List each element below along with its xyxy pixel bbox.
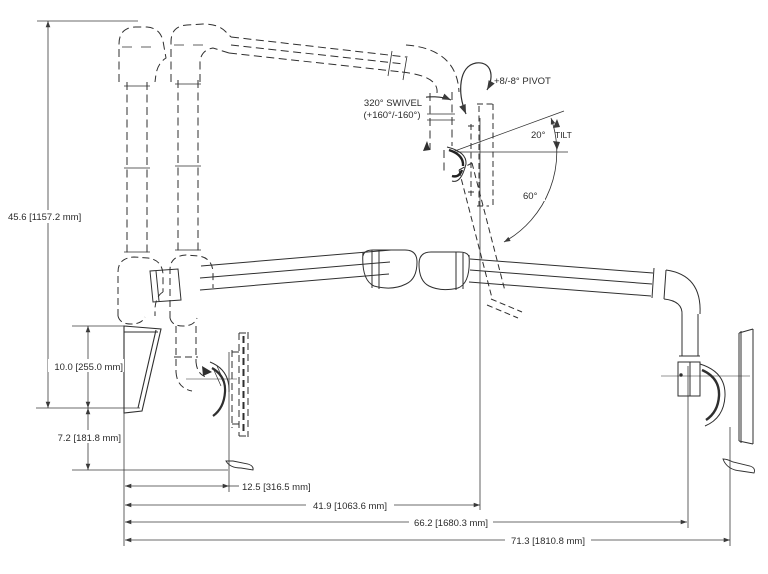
raised-far-elbow bbox=[401, 44, 460, 94]
label-mid-reach: 41.9 [1063.6 mm] bbox=[313, 501, 387, 512]
lowered-wedge-dark bbox=[211, 367, 227, 417]
top-elbow-left bbox=[118, 26, 167, 83]
tilt-monitor-tilted bbox=[458, 162, 506, 299]
knuckle-right bbox=[418, 251, 470, 291]
lower-elbow-left bbox=[117, 256, 164, 325]
raised-arm-tube bbox=[228, 36, 407, 73]
raised-pole-left bbox=[126, 82, 148, 256]
lower-elbow-right bbox=[169, 254, 214, 327]
raised-position-arm bbox=[118, 23, 460, 256]
right-wedge-outline bbox=[699, 363, 726, 427]
tilt-head-outline bbox=[446, 146, 467, 182]
lowered-monitor-bracket bbox=[231, 350, 239, 428]
lowered-arrowhead bbox=[202, 366, 212, 376]
arm2-collar bbox=[651, 267, 667, 300]
raised-pole-right bbox=[177, 80, 199, 254]
wall-track bbox=[123, 325, 162, 414]
label-track-height: 10.0 [255.0 mm] bbox=[54, 362, 123, 373]
label-lower-clearance: 7.2 [181.8 mm] bbox=[58, 433, 121, 444]
right-monitor bbox=[738, 328, 754, 445]
right-post bbox=[679, 314, 700, 363]
arm-segment-2 bbox=[468, 258, 654, 297]
dimension-lines bbox=[36, 20, 731, 546]
right-elbow bbox=[663, 269, 701, 316]
lower-pole-stub bbox=[175, 326, 197, 372]
tilt-head-wedge bbox=[448, 148, 465, 178]
labels: 45.6 [1157.2 mm] 10.0 [255.0 mm] 7.2 [18… bbox=[8, 76, 585, 547]
label-tilt-angle: 20° bbox=[531, 130, 546, 141]
tilt-60-arc bbox=[503, 117, 558, 243]
label-tilt-word: TILT bbox=[555, 130, 572, 140]
pivot-link bbox=[149, 268, 182, 303]
raised-collars bbox=[122, 44, 455, 253]
lowered-hatch bbox=[212, 365, 226, 387]
label-down-angle: 60° bbox=[523, 191, 538, 202]
head-swivel-arrowhead bbox=[423, 141, 430, 151]
right-wedge-dark bbox=[701, 368, 721, 421]
label-swivel-2: (+160°/-160°) bbox=[364, 110, 421, 121]
pivot-arrow-arc bbox=[459, 62, 495, 115]
tilt-monitor-bracket bbox=[468, 124, 477, 196]
lowered-monitor-foot bbox=[225, 460, 254, 471]
right-head bbox=[677, 361, 701, 397]
lowered-wedge-outline bbox=[209, 361, 230, 393]
extended-arm bbox=[117, 249, 755, 474]
lowered-pole-elbow bbox=[174, 356, 207, 392]
label-backgrounds bbox=[6, 96, 591, 545]
label-total-height: 45.6 [1157.2 mm] bbox=[8, 212, 81, 223]
raised-drop-pole bbox=[429, 92, 453, 150]
tilt-monitor-upright bbox=[477, 103, 496, 207]
label-swivel-1: 320° SWIVEL bbox=[364, 98, 422, 109]
tilt-detail bbox=[446, 103, 568, 319]
tilt-20deg-line bbox=[451, 110, 565, 153]
knuckle-left bbox=[362, 249, 418, 289]
label-folded-depth: 12.5 [316.5 mm] bbox=[242, 482, 311, 493]
top-elbow-right bbox=[170, 23, 232, 82]
arm-segment-1 bbox=[199, 249, 392, 291]
wall-track-group bbox=[123, 325, 254, 471]
label-extended-reach: 66.2 [1680.3 mm] bbox=[414, 518, 488, 529]
label-pivot: +8/-8° PIVOT bbox=[494, 76, 551, 87]
tilt-monitor-foot bbox=[486, 298, 523, 319]
right-monitor-handle bbox=[722, 458, 755, 474]
label-total-reach: 71.3 [1810.8 mm] bbox=[511, 536, 585, 547]
